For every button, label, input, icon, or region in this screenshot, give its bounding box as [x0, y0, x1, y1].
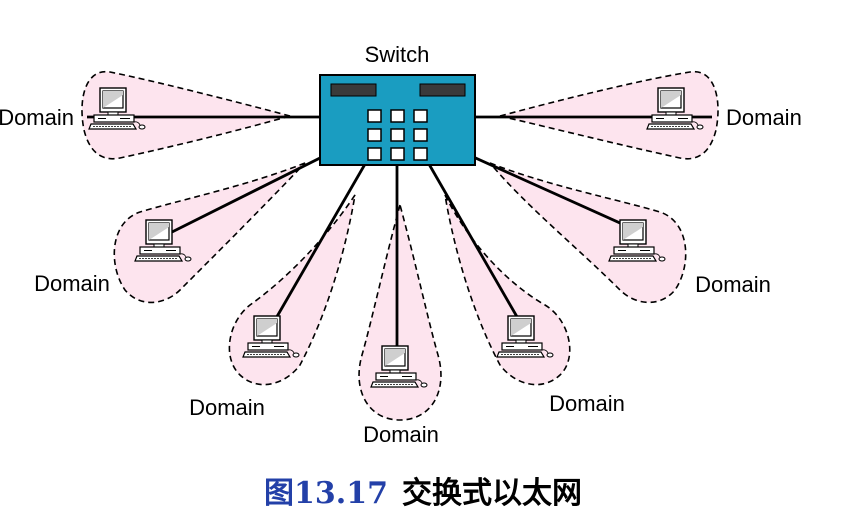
- domain-zone-left-mid: [113, 162, 306, 304]
- domain-label-bottom-center: Domain: [363, 422, 439, 447]
- domain-zone-left-top: [81, 71, 294, 160]
- domain-label-right-mid: Domain: [695, 272, 771, 297]
- domain-label-left-top: Domain: [0, 105, 74, 130]
- switch-ports: [367, 109, 428, 161]
- domain-label-lower-right: Domain: [549, 391, 625, 416]
- domain-label-lower-left: Domain: [189, 395, 265, 420]
- domain-label-right-top: Domain: [726, 105, 802, 130]
- cable-lower-right: [420, 151, 522, 323]
- switched-ethernet-diagram: Switch Domain Domain Domain Domain Domai…: [0, 42, 802, 447]
- cable-lower-left: [273, 151, 374, 321]
- domain-label-left-mid: Domain: [34, 271, 110, 296]
- switch-display-left: [330, 83, 377, 97]
- switch: [319, 74, 476, 166]
- figure-title: 交换式以太网: [401, 476, 582, 511]
- figure-caption: 图13.17 交换式以太网: [0, 468, 846, 512]
- switch-label: Switch: [365, 42, 430, 67]
- figure-number: 图13.17: [264, 476, 388, 511]
- domain-zone-bottom-center: [358, 201, 442, 421]
- domain-zone-right-mid: [489, 162, 687, 304]
- switch-display-right: [419, 83, 466, 97]
- domain-zone-lower-right: [444, 194, 571, 386]
